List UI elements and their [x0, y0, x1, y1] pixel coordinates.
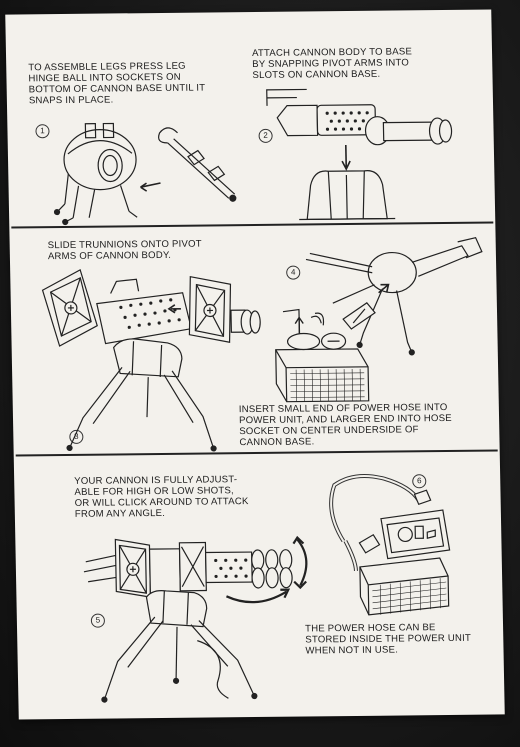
- adjustable-cannon-illustration: [75, 529, 318, 707]
- step-6-caption: THE POWER HOSE CAN BE STORED INSIDE THE …: [304, 622, 472, 657]
- step-3-caption: SLIDE TRUNNIONS ONTO PIVOT ARMS OF CANNO…: [47, 238, 202, 263]
- power-unit-and-hose-illustration: [261, 232, 492, 404]
- stored-hose-power-unit-illustration: [314, 470, 457, 617]
- cannon-base-with-legs-illustration: [27, 112, 259, 224]
- panel-top: TO ASSEMBLE LEGS PRESS LEG HINGE BALL IN…: [5, 10, 495, 227]
- panel-middle: SLIDE TRUNNIONS ONTO PIVOT ARMS OF CANNO…: [9, 223, 499, 454]
- cannon-with-trunnions-illustration: [40, 266, 274, 453]
- step-1-caption: TO ASSEMBLE LEGS PRESS LEG HINGE BALL IN…: [28, 60, 206, 107]
- cannon-body-on-base-illustration: [256, 74, 469, 222]
- step-5-caption: YOUR CANNON IS FULLY ADJUST- ABLE FOR HI…: [74, 474, 249, 520]
- instruction-sheet: TO ASSEMBLE LEGS PRESS LEG HINGE BALL IN…: [5, 9, 505, 720]
- panel-bottom: YOUR CANNON IS FULLY ADJUST- ABLE FOR HI…: [14, 451, 505, 719]
